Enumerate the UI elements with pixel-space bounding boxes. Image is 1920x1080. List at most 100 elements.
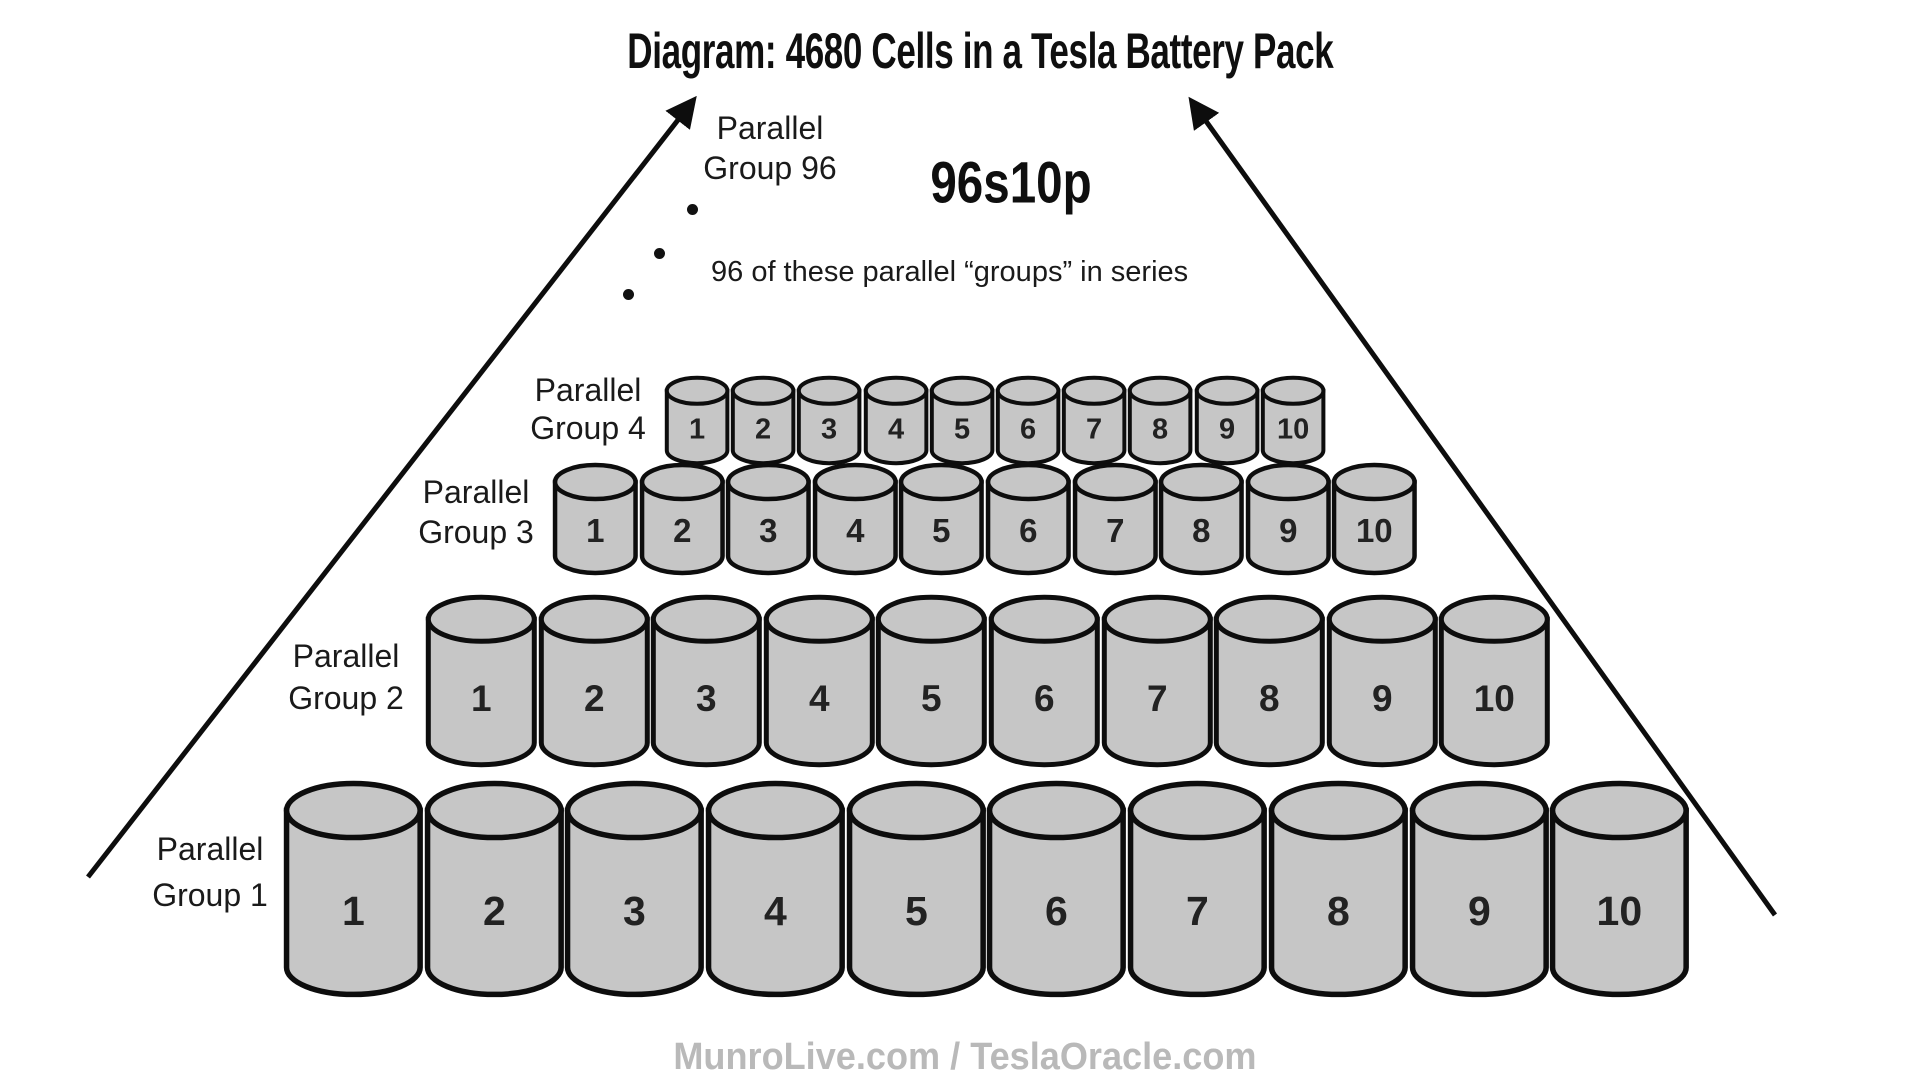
cell-body — [725, 479, 811, 576]
cell-top-ellipse — [1101, 594, 1213, 644]
cell-number: 7 — [1106, 512, 1124, 549]
battery-cell: 5 — [929, 375, 995, 466]
cell-number: 3 — [623, 888, 646, 934]
battery-cell: 4 — [812, 462, 898, 576]
battery-cell: 10 — [1439, 594, 1551, 768]
battery-cell: 8 — [1213, 594, 1325, 768]
group-2-label-line: Parallel — [292, 638, 400, 674]
cell-number: 9 — [1467, 888, 1490, 934]
cell-body — [846, 807, 986, 998]
battery-cell: 8 — [1268, 780, 1408, 998]
battery-cell: 4 — [705, 780, 845, 998]
cell-body — [639, 479, 725, 576]
cell-number: 6 — [1020, 414, 1036, 446]
battery-cell: 6 — [988, 594, 1100, 768]
cell-body — [985, 479, 1071, 576]
battery-cell: 7 — [1127, 780, 1268, 998]
cell-top-ellipse — [1549, 780, 1690, 841]
cell-number: 1 — [471, 678, 492, 719]
ellipsis-dot — [623, 289, 634, 300]
cell-body — [1245, 479, 1331, 576]
cell-top-ellipse — [987, 780, 1127, 841]
cell-body — [1061, 388, 1127, 466]
battery-cell: 2 — [538, 594, 650, 768]
cell-body — [1072, 479, 1158, 576]
cell-body — [797, 388, 862, 466]
cell-top-ellipse — [705, 780, 845, 841]
cell-top-ellipse — [929, 375, 995, 406]
cell-body — [988, 616, 1100, 768]
cell-number: 9 — [1372, 678, 1393, 719]
cell-number: 5 — [932, 512, 950, 549]
battery-cell: 4 — [763, 594, 875, 768]
battery-cell: 6 — [987, 780, 1127, 998]
cell-top-ellipse — [1213, 594, 1325, 644]
cell-number: 6 — [1045, 888, 1068, 934]
cell-body — [1194, 388, 1259, 466]
cell-top-ellipse — [283, 780, 423, 841]
battery-cell: 2 — [730, 375, 796, 466]
battery-cell: 1 — [283, 780, 423, 998]
cell-top-ellipse — [424, 780, 564, 841]
battery-cell: 10 — [1332, 462, 1418, 576]
cell-top-ellipse — [639, 462, 725, 502]
cell-body — [929, 388, 995, 466]
cell-number: 2 — [755, 414, 771, 446]
cell-body — [1268, 807, 1408, 998]
cell-top-ellipse — [650, 594, 762, 644]
battery-cell: 5 — [846, 780, 986, 998]
cell-number: 4 — [846, 512, 865, 549]
cell-top-ellipse — [763, 594, 875, 644]
cell-number: 7 — [1086, 414, 1102, 446]
cell-number: 3 — [821, 414, 837, 446]
cell-top-ellipse — [1439, 594, 1551, 644]
battery-cell: 3 — [565, 780, 705, 998]
ellipsis-dot — [654, 248, 665, 259]
cell-number: 5 — [954, 414, 970, 446]
cell-number: 8 — [1259, 678, 1280, 719]
parallel-group-96-label-line1: Parallel — [716, 110, 824, 146]
battery-cell: 2 — [639, 462, 725, 576]
battery-cell: 1 — [425, 594, 537, 768]
cell-number: 2 — [483, 888, 506, 934]
pack-configuration-label: 96s10p — [930, 150, 1092, 216]
battery-cell: 9 — [1194, 375, 1259, 466]
cell-body — [899, 479, 985, 576]
cell-top-ellipse — [995, 375, 1061, 406]
cell-body — [1128, 388, 1193, 466]
cell-number: 2 — [673, 512, 691, 549]
cell-body — [863, 388, 928, 466]
cell-top-ellipse — [985, 462, 1071, 502]
cell-top-ellipse — [1268, 780, 1408, 841]
cell-number: 6 — [1019, 512, 1037, 549]
right-series-arrow — [1188, 96, 1778, 917]
cell-top-ellipse — [1158, 462, 1244, 502]
cell-number: 4 — [764, 888, 787, 934]
parallel-group-96-label-line2: Group 96 — [703, 150, 837, 186]
cell-top-ellipse — [1245, 462, 1331, 502]
cell-number: 5 — [905, 888, 928, 934]
battery-cell: 3 — [797, 375, 862, 466]
battery-cell: 8 — [1128, 375, 1193, 466]
cell-body — [650, 616, 762, 768]
battery-cell: 5 — [876, 594, 988, 768]
cell-body — [1127, 807, 1268, 998]
footer-credit: MunroLive.com / TeslaOracle.com — [5, 1034, 1920, 1080]
ellipsis-dot — [687, 204, 698, 215]
cell-number: 2 — [584, 678, 605, 719]
cell-top-ellipse — [1409, 780, 1549, 841]
cell-number: 3 — [696, 678, 717, 719]
cell-number: 10 — [1597, 888, 1643, 934]
cell-number: 8 — [1192, 512, 1210, 549]
battery-cell: 1 — [552, 462, 638, 576]
cell-number: 9 — [1279, 512, 1297, 549]
